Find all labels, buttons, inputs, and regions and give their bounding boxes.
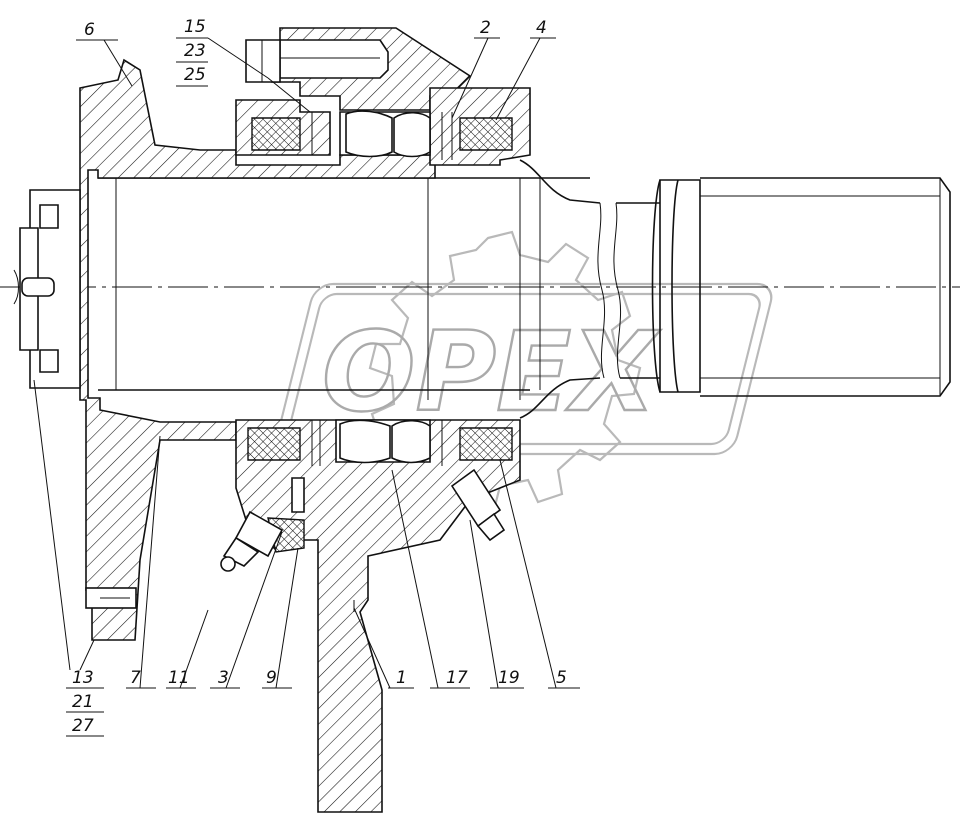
part-labels: 6 15 23 25 2 4 13 21 27 7 11 3 9 1 17 19… (72, 17, 567, 736)
label-4: 4 (536, 18, 547, 38)
label-7: 7 (130, 668, 141, 688)
hub-flange (79, 58, 436, 641)
grease-fitting-right (450, 468, 506, 542)
leader-lines (33, 37, 580, 737)
end-cap (13, 189, 81, 389)
label-9: 9 (266, 668, 277, 688)
label-15: 15 (184, 17, 206, 37)
label-17: 17 (446, 668, 468, 688)
label-23-top: 23 (184, 41, 206, 61)
label-5: 5 (556, 668, 567, 688)
upper-housing (235, 27, 531, 166)
label-19: 19 (498, 668, 520, 688)
lower-housing (235, 419, 521, 813)
label-25: 25 (184, 65, 206, 85)
label-21: 21 (72, 692, 94, 712)
label-11: 11 (168, 668, 190, 688)
watermark-logo: OPEX (275, 230, 773, 512)
label-27: 27 (72, 716, 94, 736)
label-3: 3 (218, 668, 229, 688)
label-6: 6 (84, 20, 95, 40)
label-1: 1 (396, 668, 407, 688)
grease-fitting-left (220, 510, 284, 572)
label-2: 2 (480, 18, 491, 38)
watermark-text: OPEX (322, 308, 661, 436)
axle-shaft (98, 159, 951, 419)
label-13: 13 (72, 668, 94, 688)
